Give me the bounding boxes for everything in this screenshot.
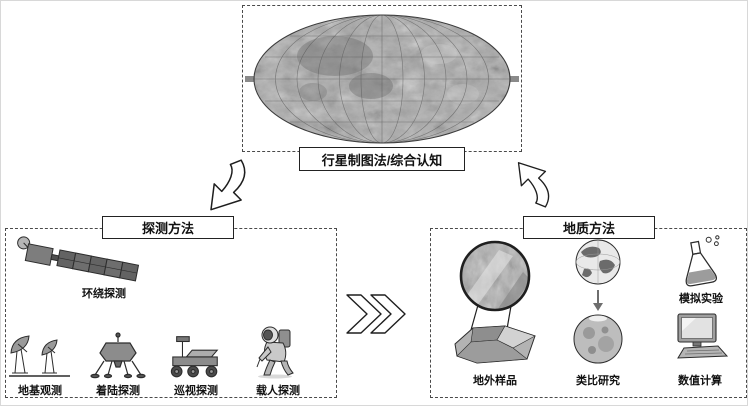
geology-item-label: 地外样品 (473, 375, 517, 387)
map-panel-label: 行星制图法/综合认知 (299, 147, 465, 171)
arrow-geology-to-map-icon (517, 162, 550, 208)
geology-item-label: 类比研究 (576, 375, 620, 387)
detection-panel (5, 228, 337, 398)
computer-icon (677, 313, 729, 359)
detection-item-label: 着陆探测 (96, 385, 140, 397)
detection-item-lander: 着陆探测 (81, 331, 155, 398)
orbital-detection-label: 环绕探测 (82, 288, 126, 300)
map-panel (242, 5, 522, 152)
sample-magnifier-icon (454, 240, 536, 364)
arrow-detection-to-geology-icon (346, 294, 406, 334)
detection-item-label: 载人探测 (256, 385, 300, 397)
lander-icon (90, 332, 146, 379)
flask-icon (685, 235, 720, 287)
radio-telescope-icon (9, 335, 70, 377)
rover-icon (170, 336, 219, 378)
detection-item-rover: 巡视探测 (159, 333, 233, 398)
orbital-detection-item: 环绕探测 (9, 233, 179, 301)
satellite-icon (17, 236, 140, 282)
detection-item-label: 地基观测 (18, 385, 62, 397)
earth-mars-globes-icon (573, 239, 623, 364)
planetary-map-icon (245, 14, 519, 144)
detection-item-crewed: 载人探测 (241, 325, 315, 398)
geology-item-label: 数值计算 (678, 375, 722, 387)
arrow-map-to-detection-icon (210, 159, 246, 211)
detection-item-label: 巡视探测 (174, 385, 218, 397)
geology-panel-title: 地质方法 (523, 216, 655, 239)
astronaut-icon (256, 326, 294, 379)
geology-item-label: 模拟实验 (679, 293, 723, 305)
detection-panel-title: 探测方法 (102, 216, 234, 239)
detection-item-ground: 地基观测 (3, 333, 77, 398)
